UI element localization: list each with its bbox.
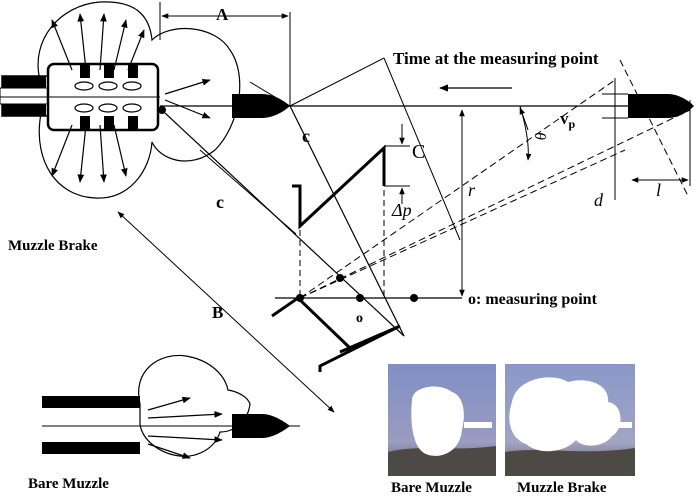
- label-theta: θ: [532, 131, 550, 142]
- bare-muzzle-assembly: [42, 354, 300, 459]
- brake-slot-top: [80, 64, 90, 78]
- point-upper: [336, 274, 344, 282]
- label-bare-muzzle: Bare Muzzle: [28, 476, 109, 492]
- photo-muzzle-brake: [505, 364, 635, 476]
- pressure-waveform-upper: [292, 144, 386, 230]
- wavefront-top: [289, 57, 385, 107]
- brake-port: [98, 103, 118, 113]
- photo-bare-muzzle: [388, 364, 496, 476]
- brake-port: [98, 81, 118, 91]
- dashed-ray-1: [299, 109, 691, 299]
- label-c-left: c: [216, 192, 224, 212]
- measuring-points: [296, 274, 418, 302]
- label-o: o: [356, 311, 363, 326]
- dashed-ray-2: [299, 79, 616, 299]
- label-vp: vp: [560, 109, 576, 131]
- dashed-outer: [619, 59, 689, 197]
- bare-barrel-top: [42, 396, 140, 408]
- label-measuring-point: o: measuring point: [468, 291, 598, 308]
- point-o-left: [296, 294, 304, 302]
- pressure-waveform-lower: [271, 296, 401, 372]
- brake-slot-bottom: [128, 116, 138, 130]
- label-muzzle-brake: Muzzle Brake: [8, 238, 98, 254]
- blast-origin-dot: [158, 106, 166, 114]
- label-d: d: [594, 190, 604, 210]
- theta-arc-top: [519, 107, 529, 131]
- brake-port: [122, 81, 142, 91]
- dim-B-line: [117, 211, 335, 413]
- brake-slot-top: [104, 64, 114, 78]
- blast-cloud-outline: [37, 1, 241, 199]
- brake-slot-bottom: [104, 116, 114, 130]
- label-B: B: [212, 303, 223, 322]
- wavefront-long: [383, 57, 461, 241]
- label-c-top: c: [302, 126, 310, 146]
- brake-slot-top: [128, 64, 138, 78]
- brake-slot-bottom: [80, 116, 90, 130]
- c-arrow-left: [199, 149, 297, 235]
- label-l: l: [656, 180, 661, 200]
- bare-cloud-outline: [138, 354, 251, 457]
- brake-jets-forward: [164, 79, 211, 119]
- muzzle-brake-assembly: [0, 1, 290, 199]
- bare-jet: [147, 411, 223, 419]
- brake-jets-up: [51, 13, 145, 71]
- label-delta-p: Δp: [391, 200, 412, 220]
- shock-line-lower: [249, 81, 291, 107]
- bare-jet: [147, 396, 191, 411]
- theta-arc: [519, 105, 532, 161]
- brake-port: [74, 81, 94, 91]
- bare-jet: [147, 443, 191, 459]
- brake-port: [74, 103, 94, 113]
- label-r: r: [468, 180, 476, 200]
- label-C: C: [412, 141, 425, 163]
- photo-caption-muzzle-brake: Muzzle Brake: [517, 480, 607, 496]
- bare-jet: [147, 435, 223, 443]
- brake-port: [122, 103, 142, 113]
- point-o-right: [410, 294, 418, 302]
- label-time-at-point: Time at the measuring point: [393, 49, 599, 68]
- brake-jets-down: [51, 124, 128, 183]
- photo-caption-bare-muzzle: Bare Muzzle: [391, 480, 472, 496]
- geometry-lines: [117, 2, 691, 413]
- label-A: A: [216, 5, 229, 24]
- bullet-far: [628, 94, 694, 118]
- bare-barrel-bottom: [42, 442, 140, 454]
- point-o: [356, 294, 364, 302]
- bare-bullet: [232, 414, 290, 438]
